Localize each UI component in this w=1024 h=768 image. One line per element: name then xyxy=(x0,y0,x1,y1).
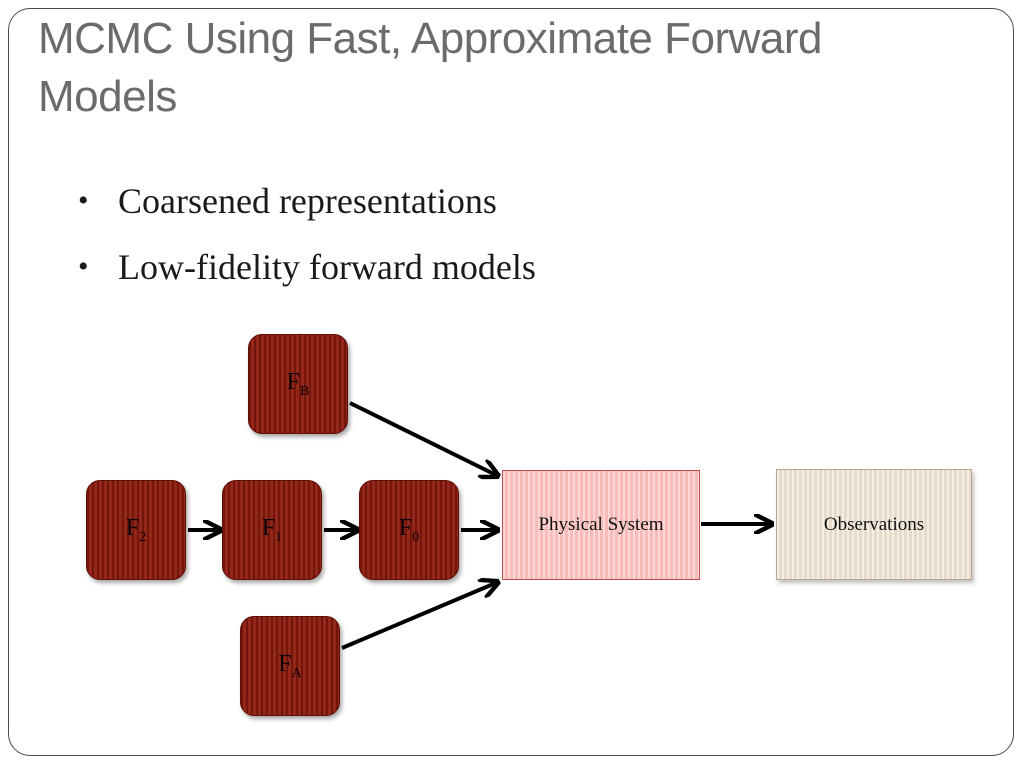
observations-label: Observations xyxy=(823,513,925,535)
model-box-fa: FA xyxy=(240,616,340,716)
bullet-list: • Coarsened representations • Low-fidelity… xyxy=(78,168,536,300)
model-box-f0: F0 xyxy=(359,480,459,580)
bullet-icon: • xyxy=(78,250,89,283)
model-label: F0 xyxy=(398,514,420,545)
slide-title: MCMC Using Fast, Approximate Forward Mod… xyxy=(38,14,823,121)
physical-system-box: Physical System xyxy=(502,470,700,580)
bullet-item: • Coarsened representations xyxy=(78,168,536,234)
observations-box: Observations xyxy=(776,469,972,580)
model-box-fb: FB xyxy=(248,334,348,434)
model-label: FB xyxy=(286,368,310,399)
model-box-f1: F1 xyxy=(222,480,322,580)
model-label: F2 xyxy=(125,514,147,545)
bullet-text: Coarsened representations xyxy=(118,181,497,221)
bullet-text: Low-fidelity forward models xyxy=(118,247,536,287)
slide-frame xyxy=(8,8,1014,756)
bullet-icon: • xyxy=(78,184,89,217)
arrow-fa-to-physical xyxy=(341,582,498,650)
model-label: FA xyxy=(278,650,302,681)
physical-system-label: Physical System xyxy=(538,514,664,535)
model-label: F1 xyxy=(261,514,283,545)
arrow-fb-to-physical xyxy=(349,401,498,476)
model-box-f2: F2 xyxy=(86,480,186,580)
bullet-item: • Low-fidelity forward models xyxy=(78,234,536,300)
